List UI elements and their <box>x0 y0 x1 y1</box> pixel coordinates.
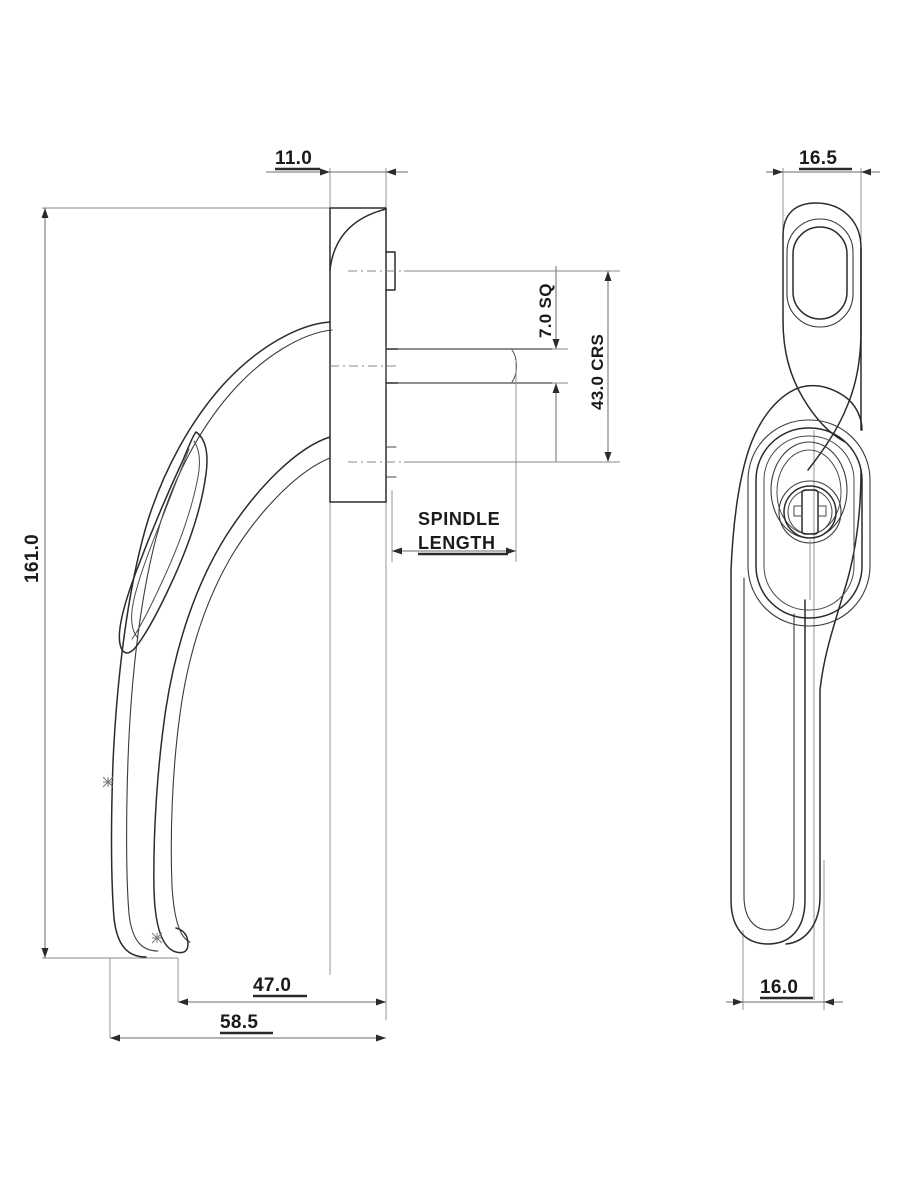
dim-arrow-11-left <box>320 168 330 176</box>
dim-value-lever-width: 16.0 <box>760 977 798 998</box>
dim-arrow-spindle-length-left <box>392 547 402 555</box>
thumb-recess-inner-line <box>131 440 200 640</box>
thumb-recess-sliver <box>131 448 190 639</box>
dimension-spindle-square: 7.0 SQ <box>398 266 568 462</box>
dim-arrow-spindle-length-right <box>506 547 516 555</box>
dim-arrow-161-bottom <box>41 948 49 958</box>
handle-front-geometry <box>730 202 871 945</box>
dim-arrow-43crs-bottom <box>604 452 612 462</box>
dim-arrow-11-right <box>386 168 396 176</box>
spindle-break-curve <box>511 349 517 383</box>
thumb-recess-detail <box>118 431 208 654</box>
dim-arrow-47-left <box>178 998 188 1006</box>
dim-arrow-165-right <box>861 168 871 176</box>
key-slot <box>801 489 819 535</box>
dim-value-fixing-centres: 43.0 CRS <box>588 334 607 410</box>
keyed-lock-cylinder-inner <box>787 489 833 535</box>
dim-arrow-7sq-bottom <box>552 383 560 393</box>
lever-outer-profile <box>110 321 331 958</box>
keyed-lock-cylinder-mid <box>783 485 837 539</box>
oval-lock-button-outer <box>786 218 854 328</box>
dim-arrow-160-left <box>733 998 743 1006</box>
note-spindle-length: SPINDLE LENGTH <box>391 360 517 562</box>
dim-arrow-160-right <box>824 998 834 1006</box>
handle-side-geometry <box>102 207 553 958</box>
dimension-value-underlines <box>220 167 852 1035</box>
dim-value-spindle-square: 7.0 SQ <box>536 283 555 338</box>
lever-upper-nose-curve <box>329 208 387 271</box>
dim-arrow-43crs-top <box>604 271 612 281</box>
handle-rose-backplate <box>329 207 387 503</box>
rose-shoulder-blend <box>782 319 846 443</box>
lever-front-profile <box>153 436 331 954</box>
dimension-overall-depth: 58.5 <box>110 1012 386 1042</box>
note-spindle-length-line2: LENGTH <box>418 533 496 553</box>
front-view-extension-lines <box>742 168 862 1010</box>
dimension-overall-height: 161.0 <box>22 208 49 958</box>
side-elevation-view: 11.0 161.0 7.0 SQ <box>22 148 620 1042</box>
reference-cross-marks <box>102 776 163 944</box>
cross-mark-lower <box>151 932 163 944</box>
lever-outer-profile-inner <box>126 329 333 952</box>
dimension-rose-width: 16.5 <box>766 148 880 176</box>
handle-body-inner-left <box>743 577 795 931</box>
lever-front-profile-inner <box>170 457 331 943</box>
dim-value-rose-thickness: 11.0 <box>275 148 312 169</box>
dimension-rose-thickness: 11.0 <box>266 148 408 176</box>
dim-value-handle-projection: 47.0 <box>253 975 291 996</box>
escutcheon-inner <box>763 435 855 611</box>
dimension-fixing-centres: 43.0 CRS <box>404 270 620 463</box>
dim-arrow-7sq-top <box>552 339 560 349</box>
dim-value-overall-height: 161.0 <box>22 534 43 583</box>
note-spindle-length-line1: SPINDLE <box>418 509 500 529</box>
dim-arrow-585-left <box>110 1034 120 1042</box>
dim-value-overall-depth: 58.5 <box>220 1012 258 1033</box>
key-slot-ward-right <box>817 505 827 517</box>
key-slot-ward-left <box>793 505 803 517</box>
dim-arrow-47-right <box>376 998 386 1006</box>
dim-arrow-161-top <box>41 208 49 218</box>
dimension-handle-projection: 47.0 <box>178 975 386 1006</box>
oval-lock-button-inner <box>792 226 848 320</box>
handle-body-right-flank <box>785 469 862 945</box>
escutcheon-outer <box>747 419 871 627</box>
cross-mark-upper <box>102 776 114 788</box>
handle-body-outline <box>730 384 863 945</box>
dimension-lever-width: 16.0 <box>726 977 843 1006</box>
front-elevation-view: 16.5 16.0 <box>726 148 880 1010</box>
dim-arrow-585-right <box>376 1034 386 1042</box>
dim-arrow-165-left <box>773 168 783 176</box>
dim-value-rose-width: 16.5 <box>799 148 837 169</box>
escutcheon-middle <box>755 427 863 619</box>
side-view-extension-lines <box>42 168 387 1038</box>
